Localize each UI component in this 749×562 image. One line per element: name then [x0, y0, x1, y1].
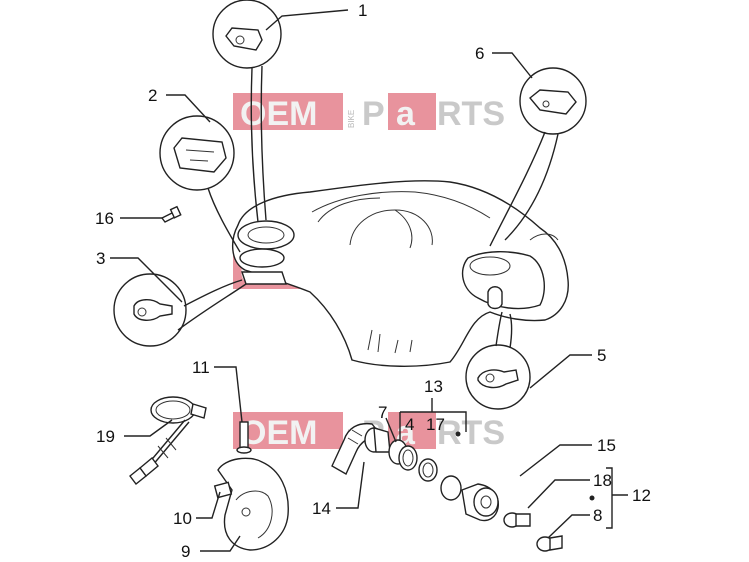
screw-8 [536, 535, 563, 552]
bushing [440, 475, 462, 501]
watermark-p-text: P [362, 95, 385, 133]
handlebar-cover [232, 180, 569, 367]
counterweight-15 [461, 483, 499, 522]
wire-harness-19 [129, 396, 207, 485]
watermark-bottom: OEM BIKE P a RTS [233, 412, 505, 452]
callout-5: 5 [597, 346, 606, 365]
callout-6: 6 [475, 44, 484, 63]
callout-13: 13 [424, 377, 443, 396]
callout-14: 14 [312, 499, 331, 518]
screw-11 [236, 421, 252, 454]
screw-18 [503, 512, 531, 528]
cover-9 [213, 457, 289, 551]
rings-4-7 [388, 439, 418, 471]
callout-19: 19 [96, 427, 115, 446]
watermark-oem-text: OEM [240, 95, 317, 133]
callout-3: 3 [96, 249, 105, 268]
svg-text:RTS: RTS [437, 414, 505, 452]
detail-switch-5 [465, 311, 531, 410]
screw-16 [160, 205, 182, 223]
callout-10: 10 [173, 509, 192, 528]
svg-text:OEM: OEM [240, 414, 317, 452]
detail-switch-2 [159, 115, 241, 253]
callout-12: 12 [632, 486, 651, 505]
callout-labels: 1 2 3 4 5 6 7 8 9 10 11 12 13 14 15 16 1… [95, 1, 651, 561]
callout-16: 16 [95, 209, 114, 228]
callout-4: 4 [405, 415, 414, 434]
watermark-top: OEM BIKE P a RTS [233, 93, 505, 133]
callout-9: 9 [181, 542, 190, 561]
callout-18: 18 [593, 471, 612, 490]
watermark-bike-text: BIKE [347, 110, 356, 128]
callout-17: 17 [426, 415, 445, 434]
detail-switch-3 [113, 273, 247, 347]
detail-switch-6 [489, 67, 587, 247]
callout-11: 11 [192, 358, 210, 377]
watermark-rts-text: RTS [437, 95, 505, 133]
callout-7: 7 [378, 403, 387, 422]
callout-2: 2 [148, 86, 157, 105]
watermark-a-text: a [396, 95, 416, 133]
leader-lines [110, 9, 628, 552]
detail-switch-1 [212, 0, 282, 223]
callout-15: 15 [597, 436, 616, 455]
callout-1: 1 [358, 1, 367, 20]
washer-17 [418, 458, 438, 482]
callout-8: 8 [593, 506, 602, 525]
